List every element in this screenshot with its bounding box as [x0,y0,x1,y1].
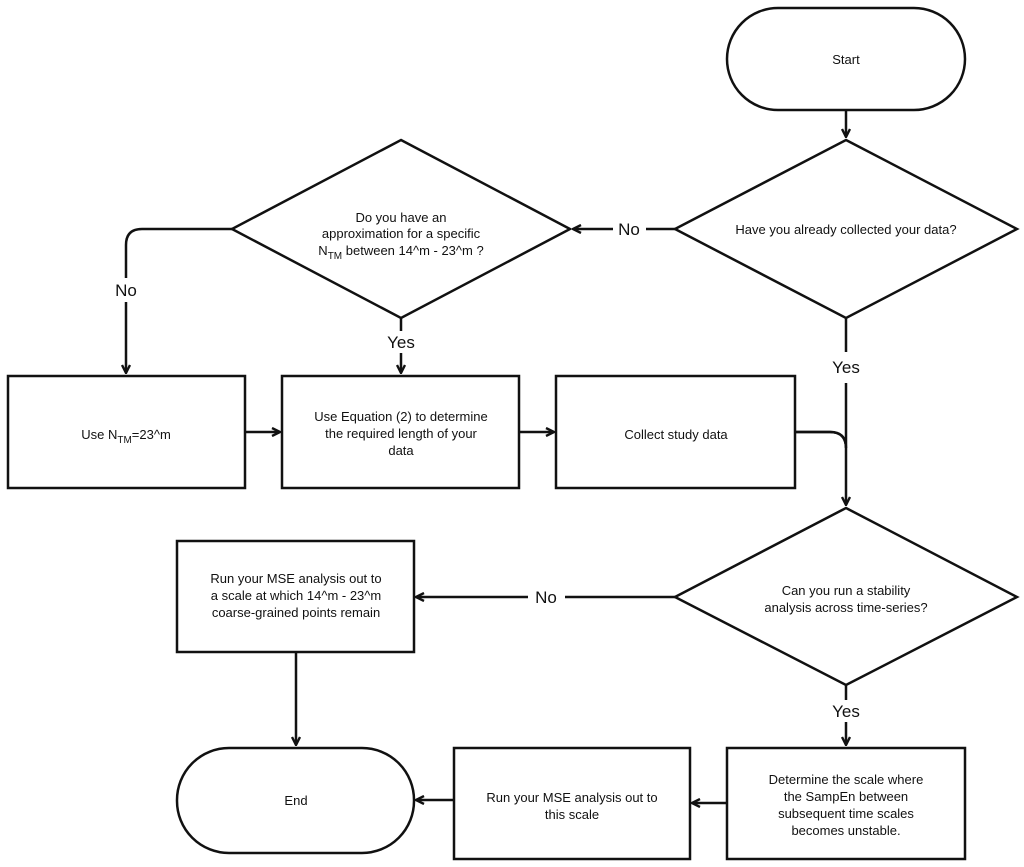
collect-data-label: Collect study data [624,427,728,442]
edge-approx-no [126,227,232,373]
use-ntm-label: Use NTM=23^m [81,427,171,446]
label-stability-yes: Yes [832,702,860,721]
use-ntm-rest: =23^m [132,427,171,442]
use-equation-line-3: data [388,443,414,458]
determine-scale-line-4: becomes unstable. [791,823,900,838]
determine-scale-node: Determine the scale where the SampEn bet… [725,746,967,861]
start-node: Start [725,6,967,112]
run-mse-scale-node: Run your MSE analysis out to this scale [452,746,692,861]
use-ntm-subscript: TM [117,435,131,446]
determine-scale-line-3: subsequent time scales [778,806,914,821]
collect-data-node: Collect study data [554,374,797,490]
label-collected-yes: Yes [832,358,860,377]
collected-decision: Have you already collected your data? [672,138,1020,320]
stability-decision: Can you run a stability analysis across … [672,506,1020,687]
label-collected-no: No [618,220,640,239]
approx-decision: Do you have an approximation for a speci… [229,138,573,320]
run-mse-points-line-3: coarse-grained points remain [212,605,380,620]
use-equation-line-1: Use Equation (2) to determine [314,409,487,424]
approx-rest: between 14^m - 23^m ? [342,243,484,258]
label-approx-no: No [115,281,137,300]
run-mse-points-line-1: Run your MSE analysis out to [210,571,381,586]
collected-question: Have you already collected your data? [735,222,956,237]
use-equation-line-2: the required length of your [325,426,477,441]
run-mse-points-line-2: a scale at which 14^m - 23^m [211,588,381,603]
determine-scale-line-2: the SampEn between [784,789,908,804]
approx-subscript: TM [328,251,342,262]
use-equation-node: Use Equation (2) to determine the requir… [280,374,521,490]
approx-n: N [318,243,327,258]
start-label: Start [832,52,860,67]
approx-line-1: Do you have an [355,210,446,225]
end-label: End [284,793,307,808]
end-node: End [175,746,416,855]
determine-scale-line-1: Determine the scale where [769,772,924,787]
stability-line-1: Can you run a stability [782,583,911,598]
run-mse-scale-line-1: Run your MSE analysis out to [486,790,657,805]
label-approx-yes: Yes [387,333,415,352]
stability-line-2: analysis across time-series? [764,600,927,615]
run-mse-points-node: Run your MSE analysis out to a scale at … [175,539,416,654]
label-stability-no: No [535,588,557,607]
run-mse-scale-line-2: this scale [545,807,599,822]
approx-line-2: approximation for a specific [322,226,481,241]
use-ntm-node: Use NTM=23^m [6,374,247,490]
approx-line-3: NTM between 14^m - 23^m ? [318,243,483,262]
edge-collect-to-stability [795,430,846,505]
edge-collected-yes [795,318,848,449]
use-ntm-main: Use N [81,427,117,442]
